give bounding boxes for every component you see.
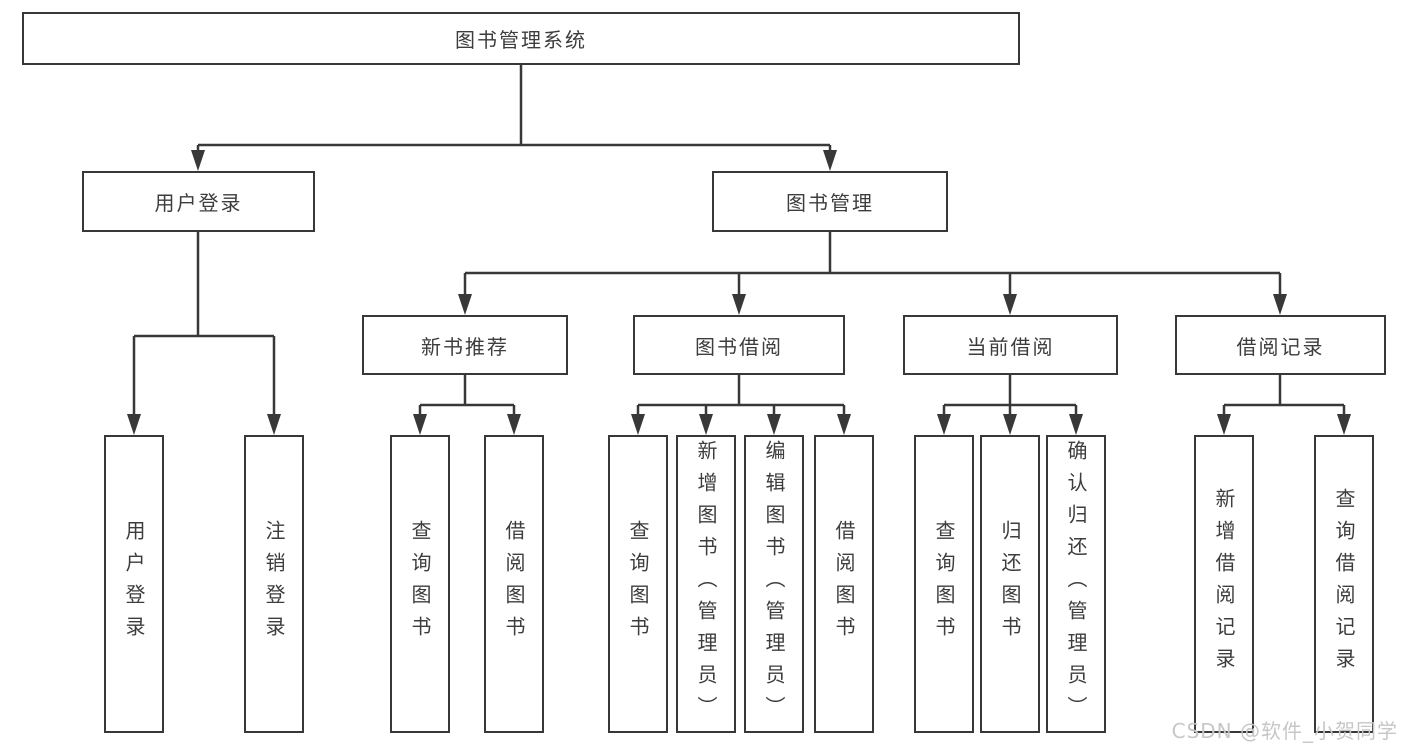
node-label: 用户登录	[154, 191, 243, 215]
leaf-label: 新增图书（管理员）	[694, 440, 718, 728]
leaf-borrow-books-recommend: 借阅图书	[484, 435, 544, 733]
node-book-borrowing: 图书借阅	[633, 315, 845, 375]
leaf-borrow-books-borrowing: 借阅图书	[814, 435, 874, 733]
node-label: 图书借阅	[695, 334, 783, 359]
node-label: 新书推荐	[421, 334, 509, 359]
leaf-label: 借阅图书	[502, 520, 526, 648]
leaf-query-books-current: 查询图书	[914, 435, 974, 733]
leaf-label: 用户登录	[122, 520, 146, 648]
leaf-label: 新增借阅记录	[1212, 488, 1236, 680]
leaf-logout: 注销登录	[244, 435, 304, 733]
node-label: 当前借阅	[966, 334, 1055, 359]
arrowheads	[127, 150, 1351, 435]
leaf-edit-books-admin: 编辑图书（管理员）	[744, 435, 804, 733]
node-borrowing-records: 借阅记录	[1175, 315, 1386, 375]
leaf-label: 查询借阅记录	[1332, 488, 1356, 680]
leaf-query-books-recommend: 查询图书	[390, 435, 450, 733]
leaf-add-borrow-record: 新增借阅记录	[1194, 435, 1254, 733]
leaf-label: 编辑图书（管理员）	[762, 440, 786, 728]
leaf-label: 确认归还（管理员）	[1064, 440, 1088, 728]
leaf-user-login: 用户登录	[104, 435, 164, 733]
node-user-login: 用户登录	[82, 171, 315, 232]
leaf-add-books-admin: 新增图书（管理员）	[676, 435, 736, 733]
node-current-borrowing: 当前借阅	[903, 315, 1118, 375]
leaf-label: 注销登录	[262, 520, 286, 648]
node-label: 图书管理系统	[455, 28, 587, 52]
leaf-query-borrow-record: 查询借阅记录	[1314, 435, 1374, 733]
node-library-management-system: 图书管理系统	[22, 12, 1020, 65]
leaf-return-books: 归还图书	[980, 435, 1040, 733]
node-label: 借阅记录	[1236, 334, 1325, 359]
csdn-watermark: CSDN @软件_小贺同学	[1171, 719, 1398, 743]
leaf-confirm-return-admin: 确认归还（管理员）	[1046, 435, 1106, 733]
node-label: 图书管理	[786, 191, 874, 215]
node-new-book-recommendation: 新书推荐	[362, 315, 568, 375]
leaf-label: 查询图书	[626, 520, 650, 648]
leaf-query-books-borrowing: 查询图书	[608, 435, 668, 733]
leaf-label: 查询图书	[408, 520, 432, 648]
leaf-label: 借阅图书	[832, 520, 856, 648]
leaf-label: 归还图书	[998, 520, 1022, 648]
node-book-management: 图书管理	[712, 171, 948, 232]
leaf-label: 查询图书	[932, 520, 956, 648]
